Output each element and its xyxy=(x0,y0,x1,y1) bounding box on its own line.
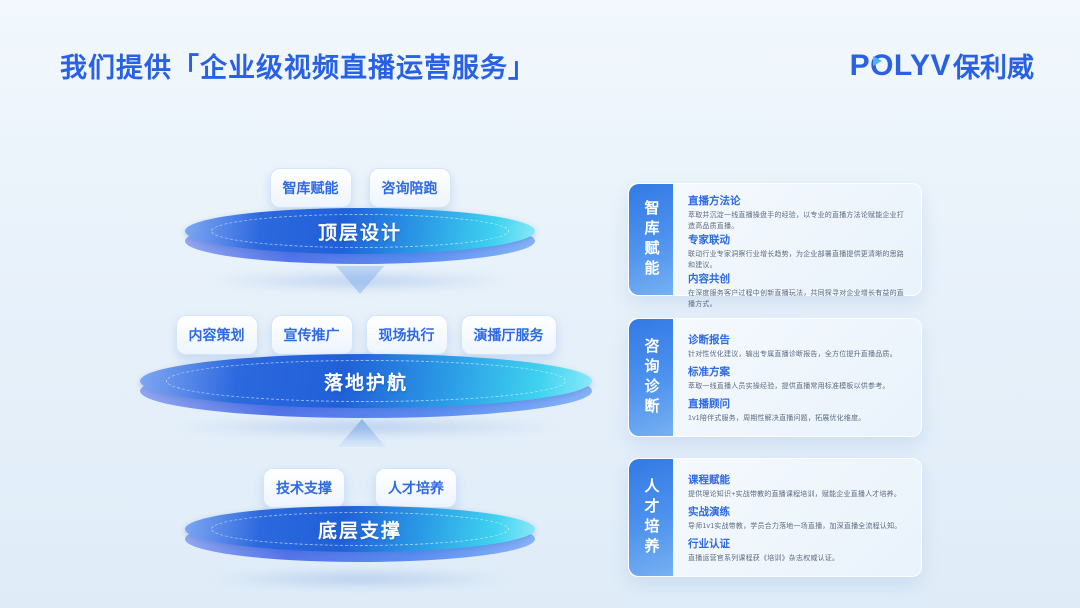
item-desc: 针对性优化建议，输出专属直播诊断报告，全方位提升直播品质。 xyxy=(688,350,897,358)
item-title: 标准方案 xyxy=(688,365,730,378)
panel-body: 直播方法论 萃取并沉淀一线直播操盘手的经验，以专业的直播方法论赋能企业打造高品质… xyxy=(673,184,921,308)
item-desc: 在深度服务客户过程中创新直播玩法，共同探寻对企业增长有益的直播方式。 xyxy=(688,290,904,308)
item-desc: 1v1陪伴式服务，周期性解决直播问题，拓展优化维度。 xyxy=(688,414,866,422)
panel-label-talent: 人才培养 xyxy=(629,459,673,576)
tag-consulting-run: 咨询陪跑 xyxy=(368,168,451,208)
item-title: 内容共创 xyxy=(688,273,730,285)
item-title: 直播方法论 xyxy=(688,195,741,207)
tag-tech-support: 技术支撑 xyxy=(263,468,345,508)
service-item: 标准方案 萃取一线直播人员实操经验，提供直播常用标准模板以供参考。 xyxy=(688,364,909,393)
tag-promotion: 宣传推广 xyxy=(270,315,353,355)
service-item: 专家联动 联动行业专家洞察行业增长趋势，为企业部署直播提供更清晰的思路和建议。 xyxy=(688,232,909,271)
panel-label-think-tank: 智库赋能 xyxy=(629,184,673,295)
disc-top-design: 顶层设计 xyxy=(185,208,535,292)
service-item: 直播方法论 萃取并沉淀一线直播操盘手的经验，以专业的直播方法论赋能企业打造高品质… xyxy=(688,193,909,232)
panel-label-text: 人才培养 xyxy=(642,477,660,558)
tag-talent-training: 人才培养 xyxy=(375,468,457,508)
disc-shadow xyxy=(167,416,565,438)
item-desc: 萃取并沉淀一线直播操盘手的经验，以专业的直播方法论赋能企业打造高品质直播。 xyxy=(688,212,904,230)
tag-content-planning: 内容策划 xyxy=(175,315,258,355)
panel-label-consulting: 咨询诊断 xyxy=(629,319,673,436)
polyv-logo: POLYV 保利威 xyxy=(850,46,1034,85)
tag-studio-service: 演播厅服务 xyxy=(460,315,557,355)
panel-body: 课程赋能 提供理论知识+实战带教的直播课程培训，赋能企业直播人才培养。 实战演练… xyxy=(673,459,921,576)
page-title: 我们提供「企业级视频直播运营服务」 xyxy=(60,53,536,83)
tag-row-top: 智库赋能 咨询陪跑 xyxy=(185,168,535,208)
item-title: 实战演练 xyxy=(688,505,730,518)
service-item: 实战演练 导师1v1实战带教，学员合力落地一场直播，加深直播全流程认知。 xyxy=(688,504,909,533)
service-item: 内容共创 在深度服务客户过程中创新直播玩法，共同探寻对企业增长有益的直播方式。 xyxy=(688,271,909,310)
item-title: 课程赋能 xyxy=(688,473,730,486)
disc-face: 顶层设计 xyxy=(185,208,535,254)
tag-row-middle: 内容策划 宣传推广 现场执行 演播厅服务 xyxy=(140,315,592,355)
disc-landing-escort: 落地护航 xyxy=(140,354,592,438)
item-title: 行业认证 xyxy=(688,537,730,550)
disc-label: 落地护航 xyxy=(323,372,408,394)
service-item: 行业认证 直播运营官系列课程获《培训》杂志权威认证。 xyxy=(688,536,909,565)
panel-talent-training: 人才培养 课程赋能 提供理论知识+实战带教的直播课程培训，赋能企业直播人才培养。… xyxy=(628,458,922,577)
disc-face: 落地护航 xyxy=(140,354,592,408)
item-desc: 联动行业专家洞察行业增长趋势，为企业部署直播提供更清晰的思路和建议。 xyxy=(688,251,904,269)
item-title: 诊断报告 xyxy=(688,333,730,346)
tag-think-tank: 智库赋能 xyxy=(269,168,352,208)
item-title: 直播顾问 xyxy=(688,397,730,410)
play-icon xyxy=(873,56,882,66)
item-desc: 萃取一线直播人员实操经验，提供直播常用标准模板以供参考。 xyxy=(688,382,890,390)
service-item: 诊断报告 针对性优化建议，输出专属直播诊断报告，全方位提升直播品质。 xyxy=(688,332,909,361)
item-desc: 提供理论知识+实战带教的直播课程培训，赋能企业直播人才培养。 xyxy=(688,490,902,498)
item-desc: 直播运营官系列课程获《培训》杂志权威认证。 xyxy=(688,554,840,562)
panel-body: 诊断报告 针对性优化建议，输出专属直播诊断报告，全方位提升直播品质。 标准方案 … xyxy=(673,319,921,436)
panel-label-text: 智库赋能 xyxy=(642,199,660,280)
disc-base-support: 底层支撑 xyxy=(185,506,535,590)
tag-row-bottom: 技术支撑 人才培养 xyxy=(185,468,535,508)
panel-consulting-diagnosis: 咨询诊断 诊断报告 针对性优化建议，输出专属直播诊断报告，全方位提升直播品质。 … xyxy=(628,318,922,437)
disc-label: 底层支撑 xyxy=(317,520,402,542)
polyv-logo-en: POLYV xyxy=(849,48,951,82)
service-item: 直播顾问 1v1陪伴式服务，周期性解决直播问题，拓展优化维度。 xyxy=(688,396,909,425)
disc-face: 底层支撑 xyxy=(185,506,535,552)
panel-think-tank: 智库赋能 直播方法论 萃取并沉淀一线直播操盘手的经验，以专业的直播方法论赋能企业… xyxy=(628,183,922,308)
service-item: 课程赋能 提供理论知识+实战带教的直播课程培训，赋能企业直播人才培养。 xyxy=(688,472,909,501)
item-title: 专家联动 xyxy=(688,234,730,246)
disc-shadow xyxy=(206,568,514,590)
disc-label: 顶层设计 xyxy=(317,222,402,244)
polyv-logo-cn: 保利威 xyxy=(953,53,1034,83)
disc-shadow xyxy=(206,270,514,292)
panel-label-text: 咨询诊断 xyxy=(642,337,660,418)
tag-onsite-execution: 现场执行 xyxy=(365,315,448,355)
item-desc: 导师1v1实战带教，学员合力落地一场直播，加深直播全流程认知。 xyxy=(688,522,902,530)
